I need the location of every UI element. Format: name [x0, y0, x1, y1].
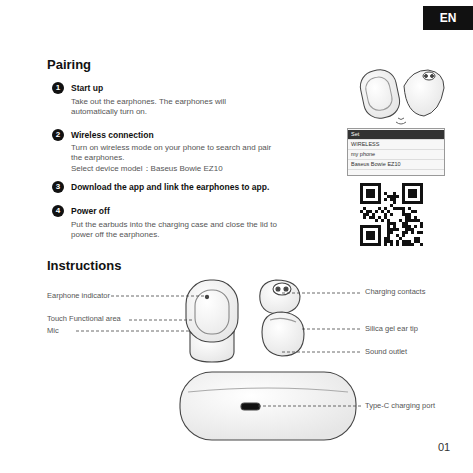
part-label: Earphone indicator — [47, 291, 127, 301]
step-number: 2 — [52, 129, 64, 141]
step-title: Start up — [71, 83, 271, 94]
earbuds-figure — [357, 67, 444, 124]
node-text: 3 — [52, 181, 64, 193]
screen-row: Baseus Bowie EZ10 — [348, 160, 444, 170]
earbud-left — [186, 280, 238, 362]
screen-row: WIRELESS — [348, 140, 444, 150]
node-text: 2 — [52, 129, 64, 141]
section-heading: Instructions — [47, 258, 197, 275]
part-label: Sound outlet — [365, 347, 470, 357]
part-label: Mic — [47, 326, 87, 336]
section-heading: Pairing — [47, 57, 197, 74]
screen-row: my phone — [348, 150, 444, 160]
part-label: Touch Functional area — [47, 314, 137, 324]
step-text: Select device model：Baseus Bowie EZ10 — [71, 164, 291, 174]
node-text: 1 — [52, 82, 64, 94]
step-text: Take out the earphones. The earphones wi… — [71, 97, 271, 118]
leader-lines — [76, 293, 361, 406]
page-number: 01 — [438, 440, 468, 454]
part-label: Silica gel ear tip — [365, 324, 470, 334]
phone-screen: SetWIRELESSmy phoneBaseus Bowie EZ10 — [347, 128, 445, 176]
part-label: Type-C charging port — [365, 401, 470, 411]
step-title: Wireless connection — [71, 130, 291, 141]
step-number: 3 — [52, 181, 64, 193]
screen-row: Set — [348, 130, 444, 140]
step-text: Turn on wireless mode on your phone to s… — [71, 143, 281, 164]
part-label: Charging contacts — [365, 287, 470, 297]
node-text: EN — [423, 6, 473, 30]
step-text: Put the earbuds into the charging case a… — [71, 220, 281, 241]
qr-code — [360, 185, 423, 247]
node-text: 4 — [52, 205, 64, 217]
step-number: 1 — [52, 82, 64, 94]
step-title: Power off — [71, 206, 271, 217]
language-badge: EN — [423, 6, 473, 30]
earbud-right — [260, 280, 304, 356]
step-number: 4 — [52, 205, 64, 217]
step-title: Download the app and link the earphones … — [71, 182, 311, 193]
